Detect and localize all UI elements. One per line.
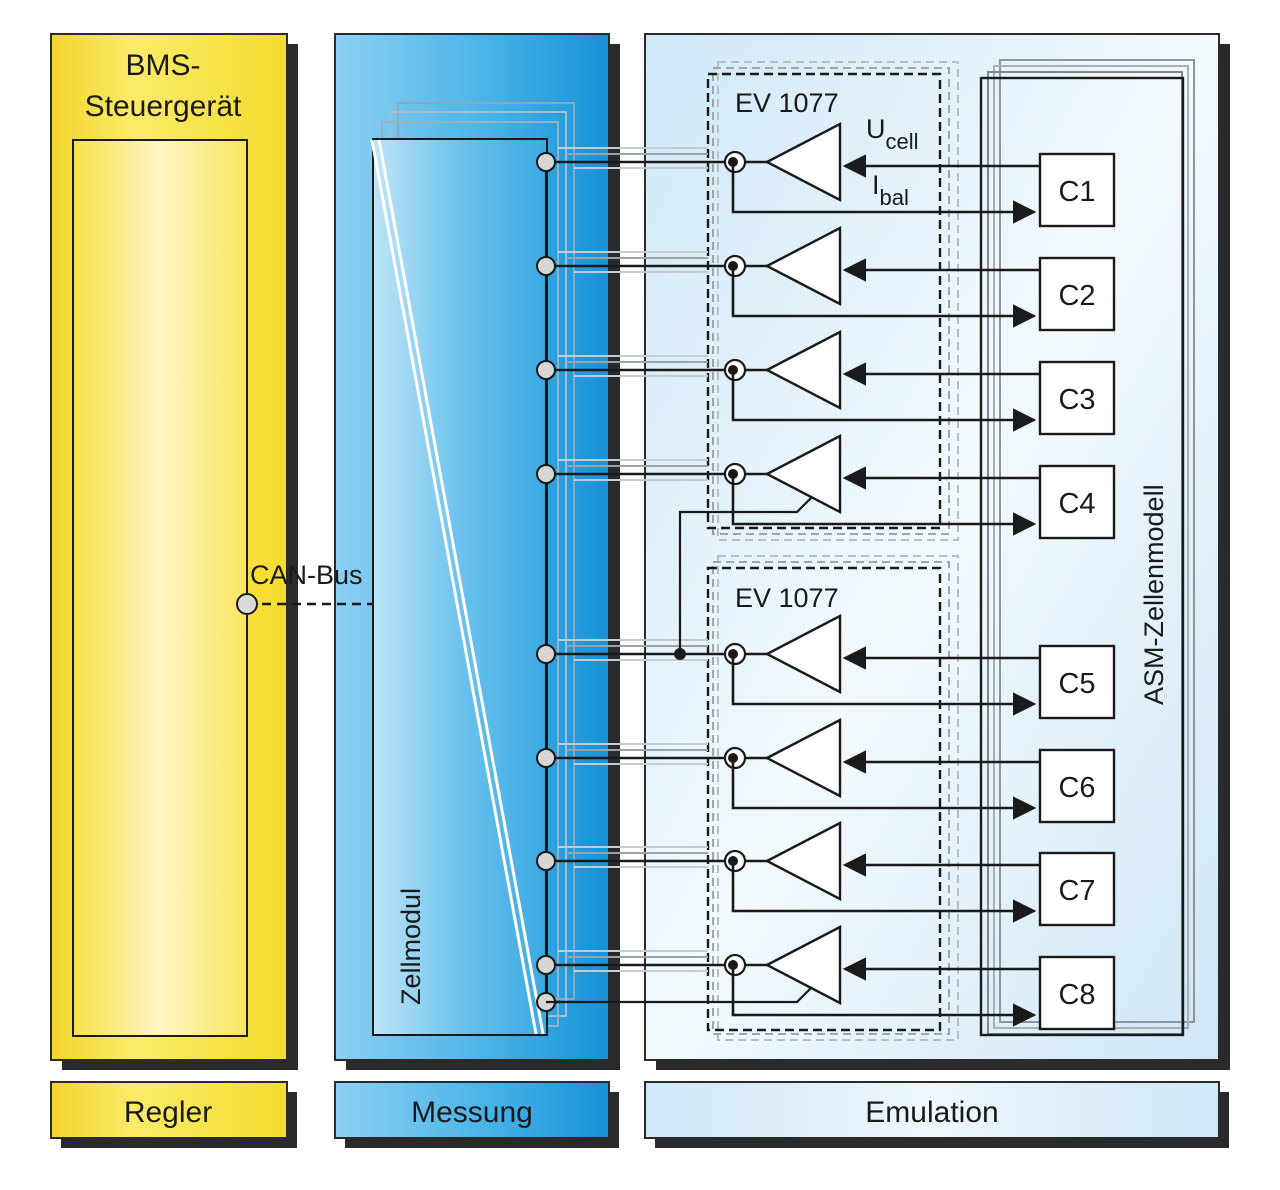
cell-label-1: C1 bbox=[1058, 176, 1095, 208]
ibal-arrow-4 bbox=[731, 474, 1037, 536]
cell-box-4 bbox=[1038, 464, 1116, 540]
cell-label-5: C5 bbox=[1058, 668, 1095, 700]
footer-emulation-label: Emulation bbox=[865, 1096, 998, 1129]
u-cell-label: Ucell bbox=[866, 114, 919, 154]
bms-title-line1: BMS- bbox=[126, 49, 201, 82]
ibal-arrow-2 bbox=[731, 266, 1037, 328]
ibal-arrow-5 bbox=[731, 654, 1037, 716]
cell-box-1 bbox=[1038, 152, 1116, 228]
terminal-8 bbox=[536, 955, 556, 975]
messung-panel: Zellmodul bbox=[334, 33, 620, 1070]
cell-box-7 bbox=[1038, 851, 1116, 927]
cell-box-8 bbox=[1038, 955, 1116, 1031]
terminal-2 bbox=[536, 256, 556, 276]
amplifier-1 bbox=[764, 122, 842, 202]
emulation-panel: ASM-Zellenmodell EV 1077 EV 1077 Ucell I… bbox=[644, 33, 1230, 1070]
cell-box-3 bbox=[1038, 360, 1116, 436]
ibal-arrow-3 bbox=[731, 370, 1037, 432]
ibal-arrow-7 bbox=[731, 861, 1037, 923]
terminal-5 bbox=[536, 644, 556, 664]
regler-panel: BMS- Steuergerät bbox=[50, 33, 298, 1070]
footer-emulation: Emulation bbox=[644, 1081, 1229, 1148]
chip-label-1: EV 1077 bbox=[735, 88, 839, 118]
footer-messung: Messung bbox=[334, 1081, 619, 1148]
ibal-arrow-8 bbox=[731, 965, 1037, 1027]
cell-label-8: C8 bbox=[1058, 979, 1095, 1011]
footer-messung-label: Messung bbox=[411, 1096, 533, 1129]
i-bal-label: Ibal bbox=[872, 170, 909, 210]
terminal-6 bbox=[536, 748, 556, 768]
amplifier-6 bbox=[764, 718, 842, 798]
cell-label-3: C3 bbox=[1058, 384, 1095, 416]
zellmodul-label: Zellmodul bbox=[396, 888, 426, 1005]
ibal-arrow-1 bbox=[731, 162, 1037, 224]
terminal-7 bbox=[536, 851, 556, 871]
can-bus: CAN-Bus bbox=[236, 560, 372, 615]
cell-label-2: C2 bbox=[1058, 280, 1095, 312]
cell-label-6: C6 bbox=[1058, 772, 1095, 804]
amplifier-8 bbox=[764, 925, 842, 1005]
amplifier-2 bbox=[764, 226, 842, 306]
bms-title-line2: Steuergerät bbox=[85, 90, 242, 123]
terminal-3 bbox=[536, 360, 556, 380]
chip-link bbox=[546, 496, 813, 1004]
chip-label-2: EV 1077 bbox=[735, 583, 839, 613]
terminal-1 bbox=[536, 152, 556, 172]
footer-regler-label: Regler bbox=[124, 1096, 212, 1129]
ibal-arrow-6 bbox=[731, 758, 1037, 820]
cell-box-2 bbox=[1038, 256, 1116, 332]
amplifier-5 bbox=[764, 614, 842, 694]
amplifier-4 bbox=[764, 434, 842, 514]
footer-regler: Regler bbox=[50, 1081, 297, 1148]
amplifier-7 bbox=[764, 821, 842, 901]
cell-label-7: C7 bbox=[1058, 875, 1095, 907]
amplifier-3 bbox=[764, 330, 842, 410]
cell-box-5 bbox=[1038, 644, 1116, 720]
terminal-4 bbox=[536, 464, 556, 484]
cell-label-4: C4 bbox=[1058, 488, 1095, 520]
cell-box-6 bbox=[1038, 748, 1116, 824]
asm-model-label: ASM-Zellenmodell bbox=[1139, 484, 1169, 705]
can-bus-label: CAN-Bus bbox=[250, 560, 363, 590]
